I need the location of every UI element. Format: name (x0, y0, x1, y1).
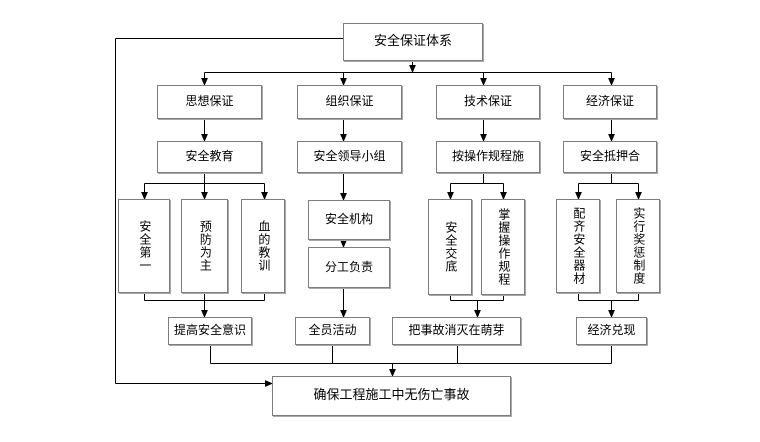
node-label: 安全教育 (185, 149, 234, 164)
node-follow-operating-rules: 按操作规程施 (436, 141, 540, 173)
node-label: 安全领导小组 (313, 149, 386, 164)
node-label: 安全抵押合 (579, 149, 640, 164)
node-label: 分工负责 (324, 259, 373, 274)
node-label: 实行奖惩制度 (631, 207, 646, 285)
node-label: 经济保证 (585, 94, 634, 109)
node-label: 技术保证 (463, 94, 512, 109)
node-no-casualty-goal: 确保工程施工中无伤亡事故 (272, 376, 511, 416)
node-lessons-of-blood: 血的教训 (241, 199, 285, 293)
node-label: 安全第一 (137, 220, 152, 272)
node-label: 配齐安全器材 (571, 207, 586, 285)
node-label: 血的教训 (256, 220, 271, 272)
arrow-lines (115, 61, 642, 387)
node-master-operating-rules: 掌握操作规程 (481, 199, 525, 295)
node-economic-guarantee: 经济保证 (563, 85, 657, 119)
node-label: 安全保证体系 (373, 33, 452, 49)
node-label: 确保工程施工中无伤亡事故 (313, 387, 470, 403)
node-all-staff-activity: 全员活动 (295, 317, 370, 345)
node-safety-education: 安全教育 (157, 141, 262, 173)
node-label: 提高安全意识 (173, 323, 246, 338)
node-eliminate-accidents-in-bud: 把事故消灭在萌芽 (392, 317, 521, 345)
node-safety-briefing: 安全交底 (428, 199, 472, 295)
node-label: 组织保证 (325, 94, 374, 109)
node-safety-leading-group: 安全领导小组 (297, 141, 402, 173)
node-label: 预防为主 (198, 220, 213, 272)
node-label: 把事故消灭在萌芽 (408, 323, 505, 338)
node-safety-assurance-system: 安全保证体系 (343, 23, 483, 61)
node-label: 全员活动 (308, 323, 357, 338)
node-equip-safety-devices: 配齐安全器材 (556, 199, 600, 293)
node-safety-organization: 安全机构 (308, 200, 390, 240)
node-organizational-guarantee: 组织保证 (297, 85, 402, 119)
node-label: 按操作规程施 (451, 149, 524, 164)
node-economic-cashing: 经济兑现 (576, 317, 647, 345)
node-safety-deposit-contract: 安全抵押合 (563, 141, 657, 173)
node-label: 掌握操作规程 (496, 208, 511, 286)
node-safety-first: 安全第一 (118, 199, 170, 293)
node-label: 安全机构 (324, 212, 373, 227)
node-prevention-first: 预防为主 (181, 199, 228, 293)
node-raise-safety-awareness: 提高安全意识 (168, 317, 252, 345)
node-division-of-responsibility: 分工负责 (308, 247, 390, 288)
node-reward-punishment-system: 实行奖惩制度 (616, 199, 660, 293)
node-label: 安全交底 (443, 221, 458, 273)
node-ideological-guarantee: 思想保证 (157, 85, 262, 119)
node-label: 经济兑现 (587, 323, 636, 338)
node-technical-guarantee: 技术保证 (436, 85, 540, 119)
node-label: 思想保证 (185, 94, 234, 109)
